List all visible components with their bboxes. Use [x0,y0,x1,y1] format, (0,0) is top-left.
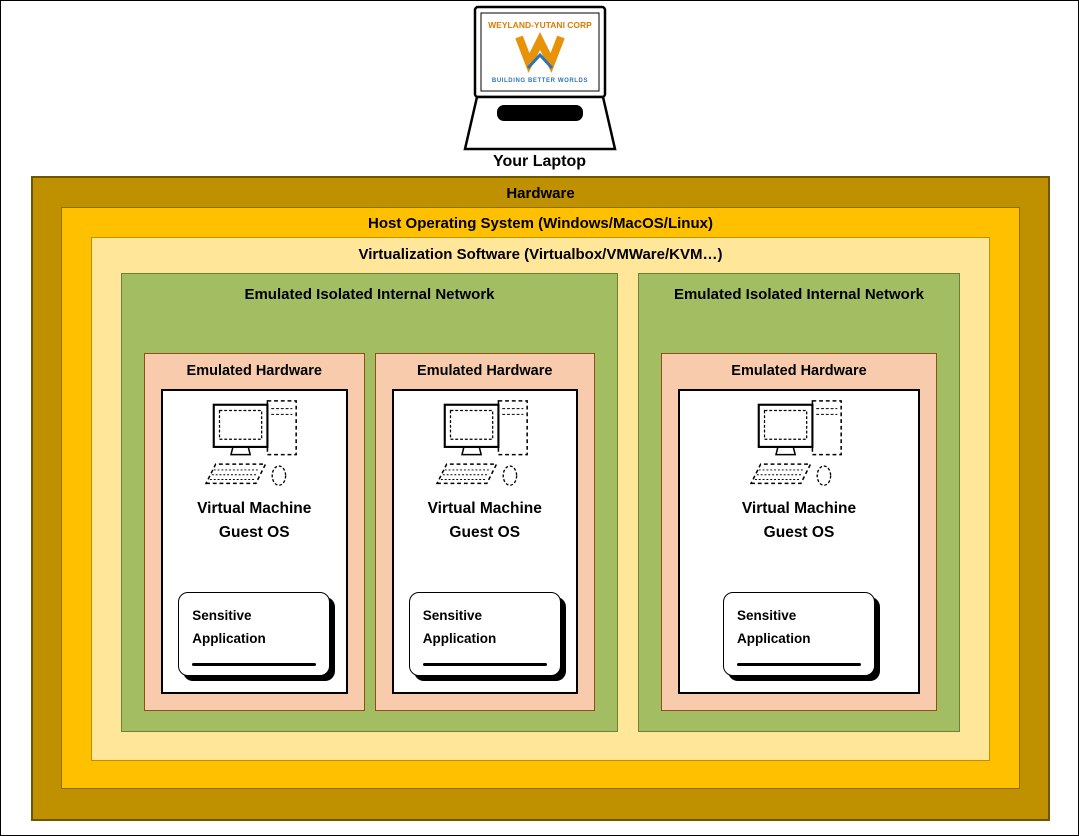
logo-tagline-text: BUILDING BETTER WORLDS [491,78,587,84]
hardware-layer: Hardware Host Operating System (Windows/… [31,176,1050,821]
laptop-keyboard-slot [496,105,583,121]
hardware-label: Hardware [506,185,575,202]
network-1-label: Emulated Isolated Internal Network [244,286,495,303]
laptop-base [462,95,617,151]
guest-os-box: Virtual Machine Guest OS Sensitive Appli… [678,389,920,694]
virtualization-label: Virtualization Software (Virtualbox/VMWa… [358,246,723,263]
emulated-hardware-label: Emulated Hardware [417,363,553,379]
computer-icon [204,399,304,491]
network-box-2: Emulated Isolated Internal Network Emula… [638,273,960,732]
logo-company-text: WEYLAND-YUTANI CORP [488,20,592,30]
logo-chevron [526,52,553,70]
network-box-1: Emulated Isolated Internal Network Emula… [121,273,618,732]
emulated-hardware-box-1: Emulated Hardware Virtual Machine Guest … [144,353,365,711]
guest-os-line2: Guest OS [449,524,521,542]
laptop-screen-inner [480,12,599,92]
host-os-layer: Host Operating System (Windows/MacOS/Lin… [61,207,1020,789]
guest-os-line2: Guest OS [763,524,835,542]
app-label-line2: Application [737,630,811,646]
emulated-hardware-box-3: Emulated Hardware Virtual Machine Guest … [661,353,937,711]
networks-row: Emulated Isolated Internal Network Emula… [121,273,960,732]
logo-w-mark [514,32,565,73]
guest-os-line1: Virtual Machine [427,500,542,517]
sensitive-application-box: Sensitive Application [408,592,561,676]
emulated-hardware-label: Emulated Hardware [731,363,867,379]
sensitive-application-box: Sensitive Application [178,592,331,676]
laptop-label: Your Laptop [492,153,587,170]
network-2-label: Emulated Isolated Internal Network [673,286,925,303]
app-label-line1: Sensitive [737,608,797,624]
guest-os-line1: Virtual Machine [197,500,312,517]
app-label-line2: Application [422,630,497,646]
guest-os-label: Virtual Machine Guest OS [197,497,311,545]
host-os-label: Host Operating System (Windows/MacOS/Lin… [368,215,713,232]
guest-os-line1: Virtual Machine [741,500,857,517]
guest-os-label: Virtual Machine Guest OS [742,497,856,545]
laptop-drawing: WEYLAND-YUTANI CORP BUILDING BETTER WORL… [462,5,617,151]
sensitive-application-box: Sensitive Application [723,592,875,676]
guest-os-line2: Guest OS [218,524,290,542]
computer-icon [749,399,849,491]
app-label-line1: Sensitive [192,608,252,624]
network-2-vm-row: Emulated Hardware Virtual Machine Guest … [639,303,959,731]
app-underline [737,663,861,666]
app-underline [192,663,317,666]
virtualization-layer: Virtualization Software (Virtualbox/VMWa… [91,237,990,761]
guest-os-label: Virtual Machine Guest OS [428,497,542,545]
network-1-vm-row: Emulated Hardware Virtual Machine Guest … [122,303,617,731]
emulated-hardware-box-2: Emulated Hardware Virtual Machine Guest … [374,353,595,711]
emulated-hardware-label: Emulated Hardware [186,363,322,379]
guest-os-box: Virtual Machine Guest OS Sensitive Appli… [161,389,348,694]
guest-os-box: Virtual Machine Guest OS Sensitive Appli… [391,389,578,694]
app-underline [422,663,547,666]
app-label-line1: Sensitive [422,608,483,624]
app-label-line2: Application [192,630,266,646]
laptop-illustration: WEYLAND-YUTANI CORP BUILDING BETTER WORL… [435,5,645,151]
computer-icon [435,399,535,491]
